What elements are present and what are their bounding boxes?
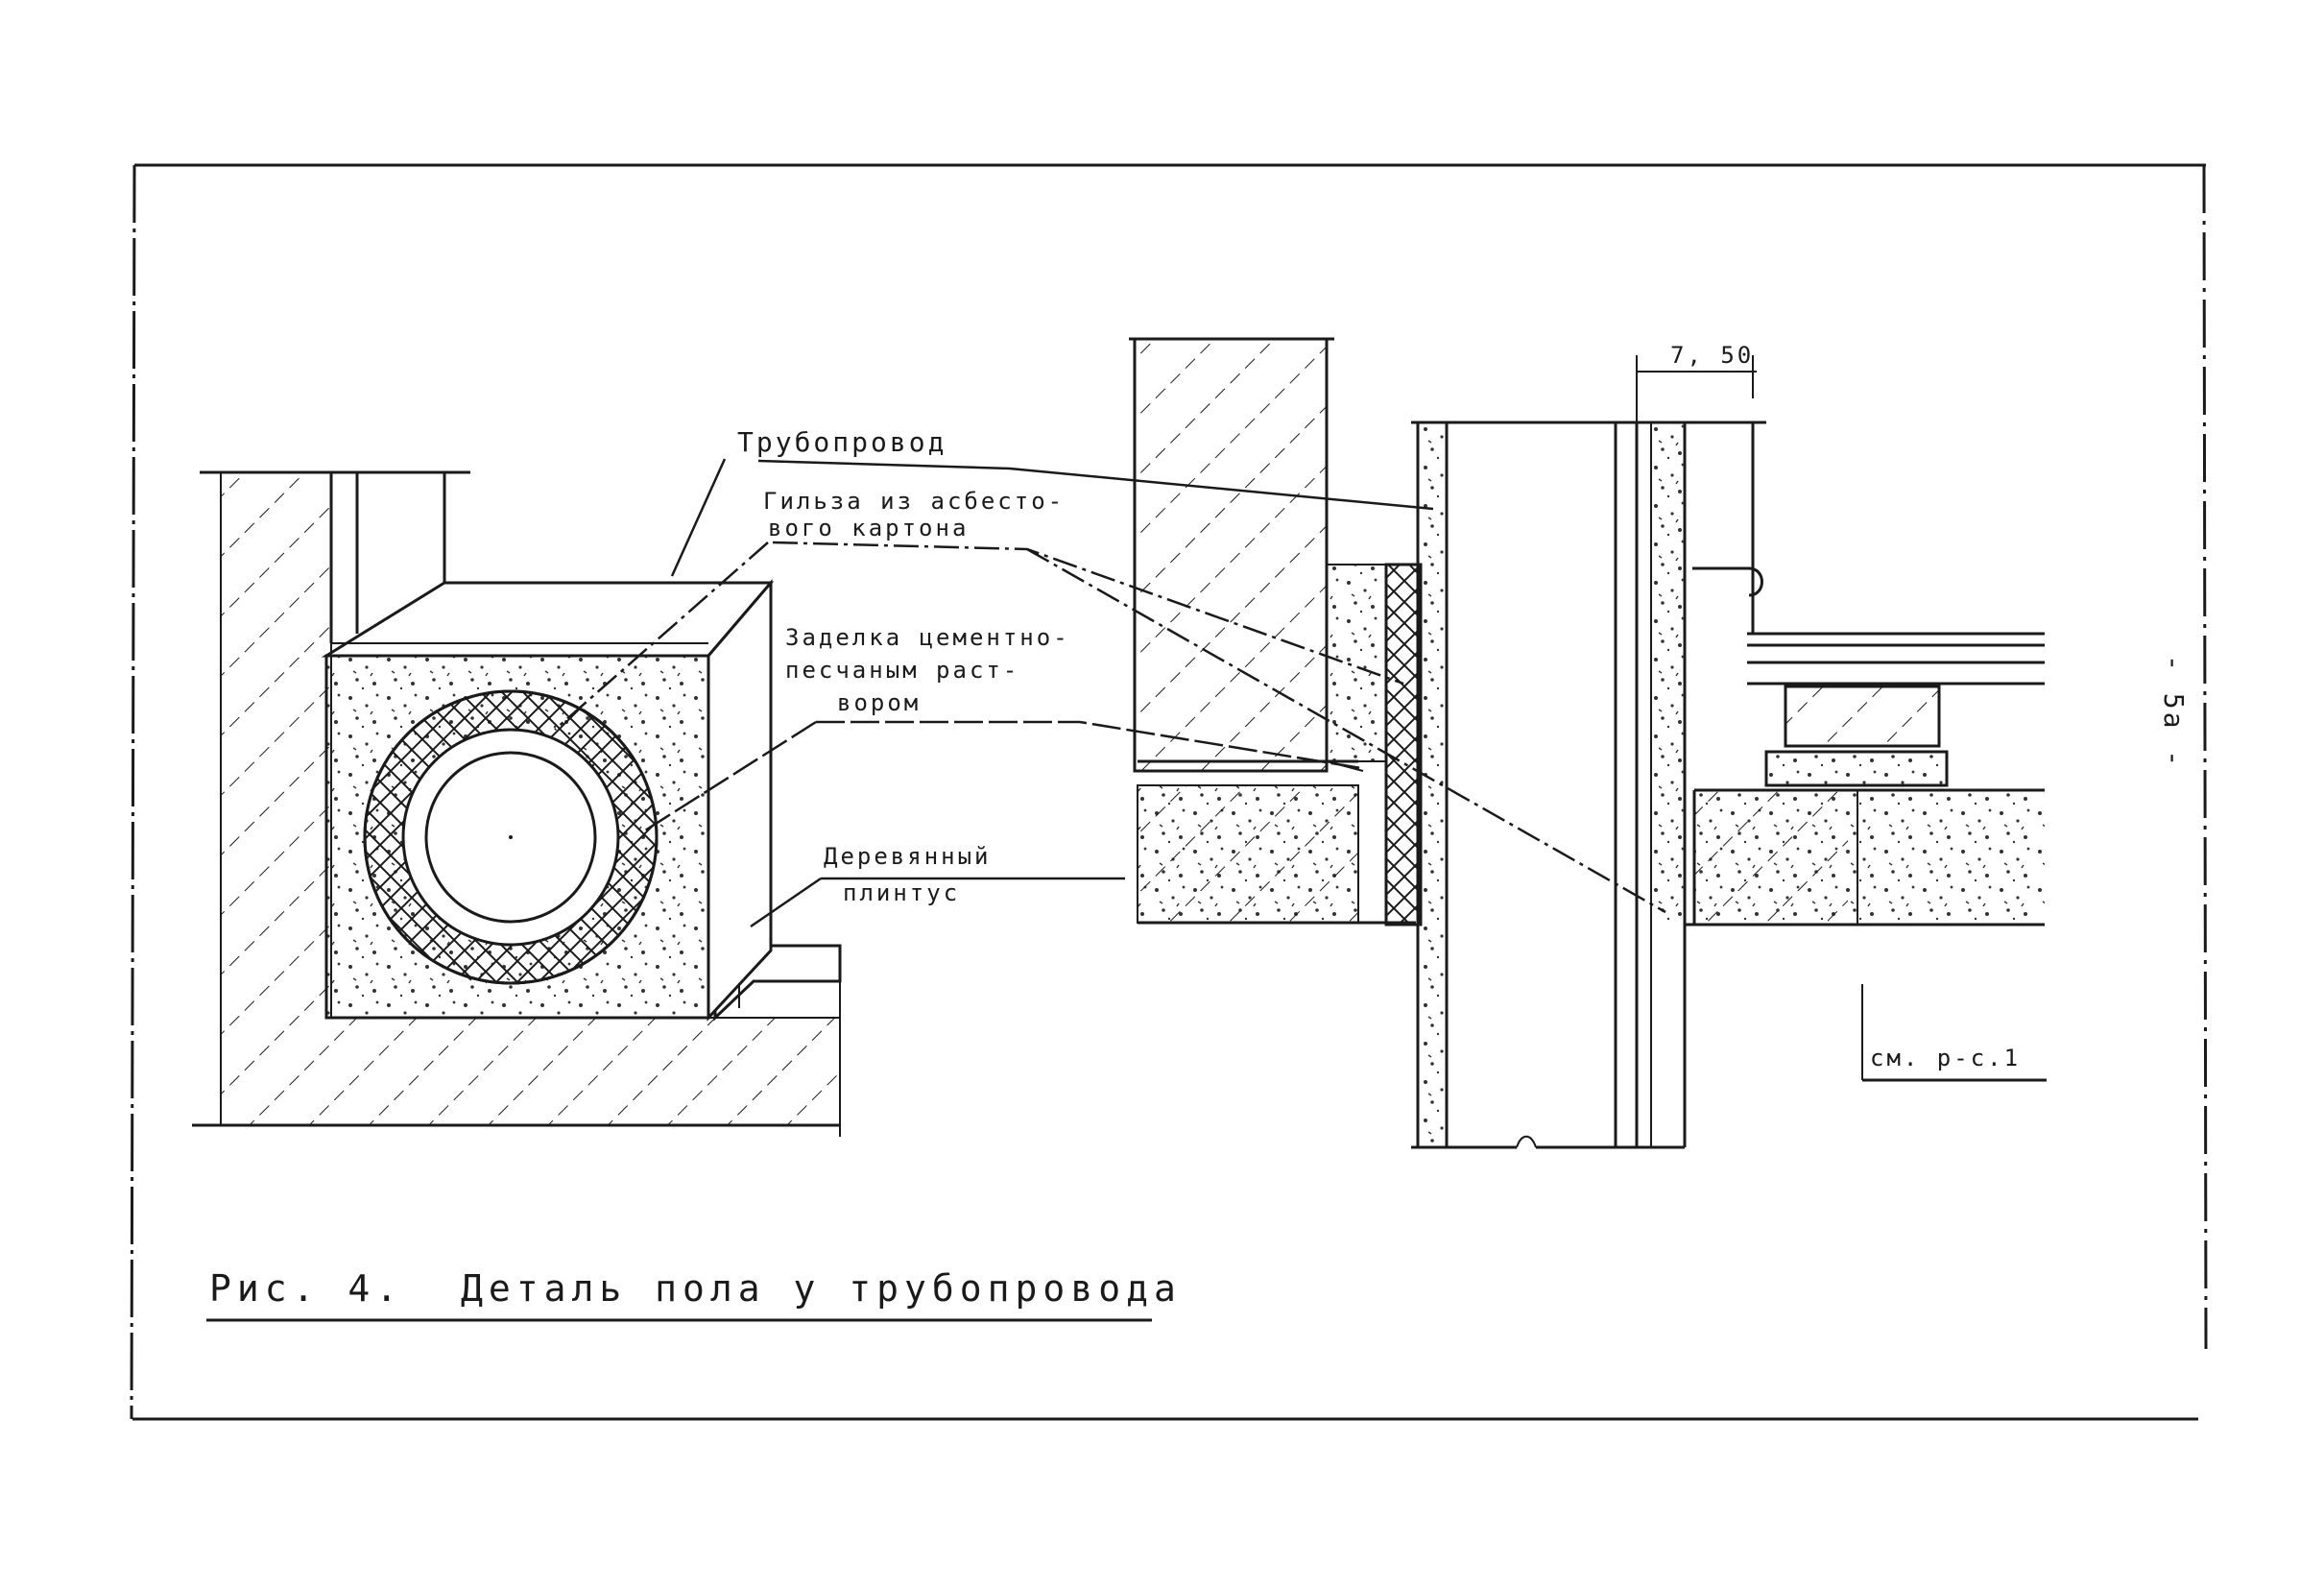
leader-sealing — [644, 720, 1362, 832]
label-sealing-line3: вором — [837, 689, 921, 716]
leader-lines — [554, 458, 1666, 928]
label-sealing-line2: песчаным раст- — [785, 657, 1019, 684]
label-sealing-line1: Заделка цементно- — [785, 624, 1070, 651]
leader-sleeve-right — [1026, 547, 1666, 914]
page-number: - 5а - — [2158, 655, 2190, 769]
label-plinth-line2: плинтус — [843, 879, 960, 906]
label-pipeline: Трубопровод — [737, 426, 946, 458]
label-plinth-line1: Деревянный — [824, 843, 992, 870]
label-dimension: 7, 50 — [1670, 342, 1754, 369]
middle-section-detail — [1129, 337, 1766, 1149]
label-reference: см. р-с.1 — [1870, 1045, 2021, 1071]
label-sleeve-line2: вого картона — [768, 515, 969, 541]
figure-caption: Рис. 4. Деталь пола у трубопровода — [206, 1267, 1182, 1322]
sheet-frame — [130, 163, 2208, 1421]
caption-figure-number: Рис. 4. — [209, 1267, 403, 1310]
leader-plinth — [750, 877, 1125, 928]
leader-pipeline — [670, 458, 1434, 577]
left-isometric-detail — [192, 470, 842, 1138]
right-floor-detail — [1635, 355, 2047, 1147]
annotation-labels: Трубопровод Гильза из асбесто- вого карт… — [737, 342, 2190, 1071]
label-sleeve-line1: Гильза из асбесто- — [763, 488, 1065, 515]
caption-title: Деталь пола у трубопровода — [461, 1267, 1182, 1310]
